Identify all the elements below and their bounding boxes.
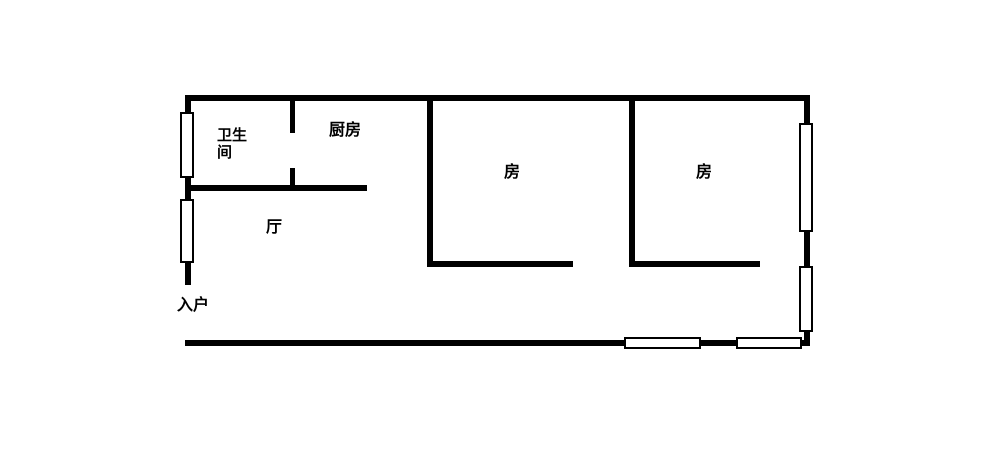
hall-wall-horizontal bbox=[185, 185, 367, 191]
entrance-label: 入户 bbox=[177, 295, 210, 314]
bathroom-wall-vertical-upper bbox=[290, 95, 295, 133]
window-right-upper bbox=[799, 123, 813, 232]
window-bottom-right bbox=[736, 337, 802, 349]
room-label-room2: 房 bbox=[696, 162, 713, 181]
window-left-upper bbox=[180, 112, 194, 178]
window-left-lower bbox=[180, 199, 194, 263]
room1-wall-horizontal bbox=[427, 261, 573, 267]
room-label-hall: 厅 bbox=[266, 217, 283, 236]
bathroom-wall-vertical-lower bbox=[290, 168, 295, 191]
room1-wall-vertical bbox=[427, 95, 433, 267]
room2-wall-vertical bbox=[629, 95, 635, 267]
room-label-bathroom: 卫生间 bbox=[217, 126, 248, 162]
room-label-kitchen: 厨房 bbox=[329, 120, 362, 139]
outer-wall-bottom bbox=[185, 340, 810, 346]
room-label-room1: 房 bbox=[504, 162, 521, 181]
outer-wall-top bbox=[185, 95, 810, 101]
room2-wall-horizontal bbox=[629, 261, 760, 267]
window-right-lower bbox=[799, 266, 813, 332]
window-bottom-left bbox=[624, 337, 701, 349]
